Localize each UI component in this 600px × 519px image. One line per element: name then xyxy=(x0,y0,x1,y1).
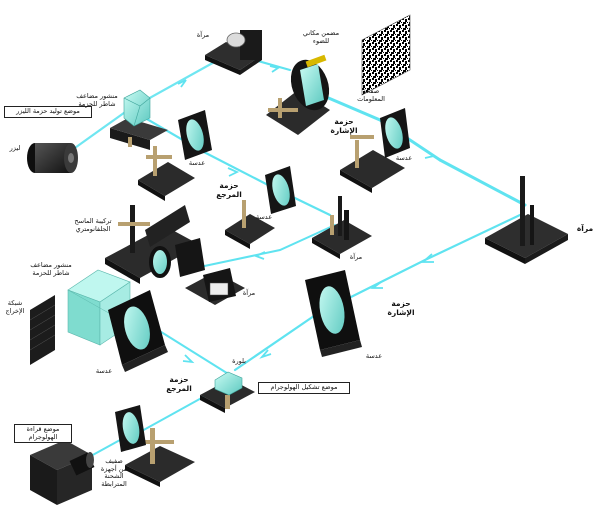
lens-2 xyxy=(138,110,212,201)
lens-4-label: عدسة xyxy=(95,367,113,375)
signal-beam-bottom-label: حزمة الإشارة xyxy=(387,299,415,317)
signal-beam-top-label: حزمة الإشارة xyxy=(330,117,358,135)
lens-5-label: عدسة xyxy=(365,352,383,360)
data-page-panel xyxy=(361,14,411,96)
galvanometric-scanner xyxy=(105,205,245,305)
beam-arrows xyxy=(177,65,437,364)
hologram-read-position-label: موضع قراءة الهولوجرام xyxy=(14,424,72,443)
mirror-right xyxy=(485,176,568,264)
output-grid xyxy=(29,295,56,365)
lens-5 xyxy=(305,270,362,357)
output-grid-label: شبكة الإخراج xyxy=(5,299,25,315)
mirror-mid xyxy=(312,196,372,259)
laser-position-label: موضع توليد حزمة الليزر xyxy=(4,106,92,118)
lens-reading xyxy=(115,405,195,487)
laser-source xyxy=(27,143,78,173)
lens-3-label: عدسة xyxy=(255,213,273,221)
crystal-label: بلورة xyxy=(232,357,246,365)
ccd-array-label: صفيف من أجهزة الشحنة المترابطة xyxy=(100,457,128,488)
spatial-modulator-label: مضمن مكاني للضوء xyxy=(302,29,340,45)
reference-beam-mid-label: حزمة المرجع xyxy=(216,181,242,199)
mirror-mid-label: مرآة xyxy=(349,253,363,261)
beam-splitter-top-label: منشور مضاعف شاطر للحزمة xyxy=(76,92,118,108)
ccd-camera xyxy=(30,440,95,505)
lens-1 xyxy=(340,108,410,193)
beam-splitter-top xyxy=(110,89,168,150)
mirror-top xyxy=(205,30,262,75)
galvo-label: تركيبة الماسح الجلفانومتري xyxy=(74,217,112,233)
mirror-top-label: مرآة xyxy=(196,31,210,39)
hologram-position-label: موضع تشكيل الهولوجرام xyxy=(258,382,350,394)
crystal xyxy=(200,371,255,413)
data-page-label: صفحة المعلومات xyxy=(357,87,385,103)
lens-1-label: عدسة xyxy=(395,154,413,162)
mirror-right-label: مرآة xyxy=(576,224,594,233)
lens-2-label: عدسة xyxy=(188,159,206,167)
laser-label: ليزر xyxy=(9,144,21,152)
beam-splitter-left-label: منشور مضاعف شاطر للحزمة xyxy=(30,261,72,277)
lens-3 xyxy=(225,166,296,249)
reference-beam-bottom-label: حزمة المرجع xyxy=(166,375,192,393)
spatial-light-modulator xyxy=(266,54,330,135)
lens-4 xyxy=(108,290,168,372)
mirror-left-label: مرآة xyxy=(242,289,256,297)
